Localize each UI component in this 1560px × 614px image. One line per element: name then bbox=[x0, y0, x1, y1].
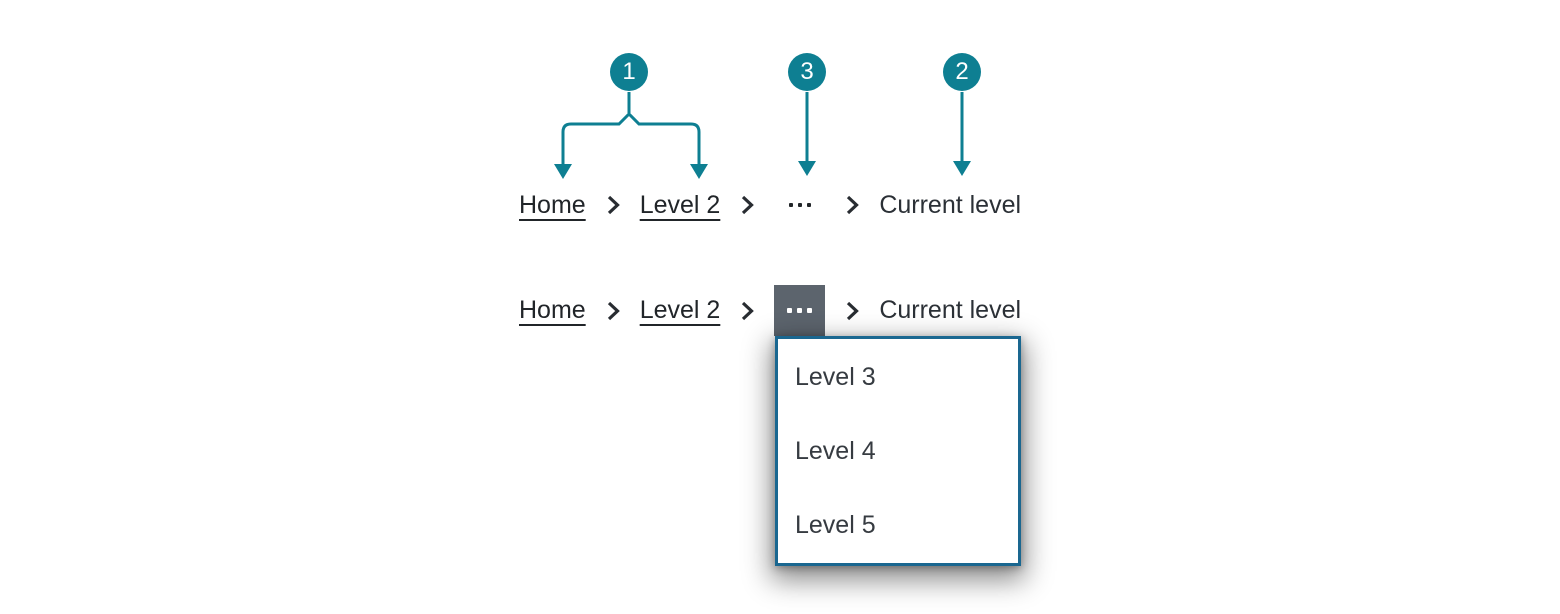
arrowhead-icon bbox=[690, 164, 708, 179]
callout-1-bracket bbox=[561, 111, 701, 167]
breadcrumb-default: Home Level 2 Current level bbox=[519, 189, 1021, 221]
chevron-right-icon bbox=[844, 301, 860, 321]
breadcrumb-expanded: Home Level 2 Current level bbox=[519, 285, 1021, 336]
chevron-right-icon bbox=[605, 301, 621, 321]
breadcrumb-link-home[interactable]: Home bbox=[519, 296, 586, 324]
breadcrumb-link-home[interactable]: Home bbox=[519, 190, 586, 219]
chevron-right-icon bbox=[844, 195, 860, 215]
chevron-right-icon bbox=[739, 195, 755, 215]
overflow-menu-item-level3[interactable]: Level 3 bbox=[795, 363, 876, 391]
ellipsis-icon bbox=[788, 203, 793, 207]
breadcrumb-link-level2[interactable]: Level 2 bbox=[639, 296, 721, 324]
ellipsis-icon bbox=[787, 308, 793, 313]
ellipsis-icon bbox=[797, 203, 802, 207]
overflow-menu-item-level4[interactable]: Level 4 bbox=[795, 437, 876, 465]
ellipsis-icon bbox=[806, 203, 811, 207]
callout-badge-2: 2 bbox=[943, 53, 981, 91]
arrowhead-icon bbox=[798, 161, 816, 176]
breadcrumb-current-level: Current level bbox=[879, 190, 1022, 219]
arrowhead-icon bbox=[554, 164, 572, 179]
breadcrumb-overflow-button-active[interactable] bbox=[774, 285, 826, 336]
ellipsis-icon bbox=[797, 308, 803, 313]
overflow-menu-item-level5[interactable]: Level 5 bbox=[795, 511, 876, 539]
breadcrumb-current-level: Current level bbox=[879, 296, 1022, 324]
chevron-right-icon bbox=[605, 195, 621, 215]
callout-badge-1: 1 bbox=[610, 53, 648, 91]
chevron-right-icon bbox=[739, 301, 755, 321]
breadcrumb-link-level2[interactable]: Level 2 bbox=[639, 190, 721, 219]
ellipsis-icon bbox=[807, 308, 813, 313]
breadcrumb-overflow-button[interactable] bbox=[774, 189, 825, 221]
callout-badge-3: 3 bbox=[788, 53, 826, 91]
breadcrumb-overflow-menu: Level 3 Level 4 Level 5 bbox=[775, 336, 1021, 566]
arrowhead-icon bbox=[953, 161, 971, 176]
